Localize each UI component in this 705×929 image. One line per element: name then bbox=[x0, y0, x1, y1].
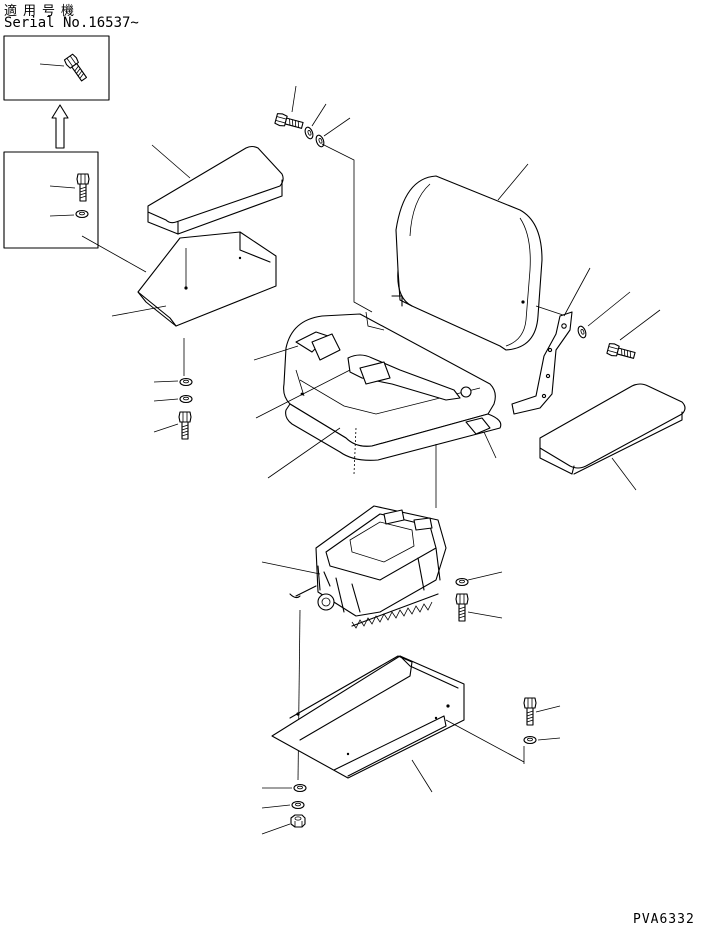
arrow-up-icon bbox=[51, 104, 69, 149]
nut-icon bbox=[290, 814, 306, 828]
washer-icon bbox=[523, 735, 537, 745]
seat-base-plate bbox=[271, 655, 525, 793]
washer-icon bbox=[291, 800, 305, 810]
base-plate-right-fasteners bbox=[523, 697, 561, 764]
bolt-icon bbox=[274, 112, 305, 132]
bolt-icon bbox=[76, 173, 90, 202]
washer-icon bbox=[455, 577, 469, 587]
applicable-label: 適用号機 bbox=[4, 4, 81, 19]
bolt-icon bbox=[63, 53, 90, 84]
base-plate-left-fasteners bbox=[261, 783, 307, 835]
washer-icon bbox=[293, 783, 307, 793]
washer-icon bbox=[314, 133, 326, 149]
left-bracket-fasteners bbox=[153, 377, 193, 440]
bolt-icon bbox=[523, 697, 537, 726]
washer-icon bbox=[303, 125, 315, 141]
washer-icon bbox=[576, 324, 588, 340]
right-hinge-fasteners bbox=[576, 291, 661, 362]
bolt-icon bbox=[455, 593, 469, 622]
seat-suspension bbox=[261, 505, 447, 781]
seat-back-hinge-plate bbox=[511, 267, 591, 415]
suspension-fasteners bbox=[455, 571, 503, 622]
left-armrest bbox=[147, 144, 284, 235]
serial-number-label: Serial No.16537~ bbox=[4, 15, 139, 31]
left-armrest-bracket bbox=[111, 231, 277, 376]
seat-back bbox=[391, 163, 567, 351]
washer-icon bbox=[75, 209, 89, 219]
bolt-icon bbox=[606, 342, 637, 362]
old-bolt-detail-box bbox=[3, 151, 147, 273]
new-bolt-detail-box bbox=[3, 35, 110, 101]
drawing-code: PVA6332 bbox=[633, 912, 695, 927]
seat-belt bbox=[253, 331, 472, 419]
washer-icon bbox=[179, 394, 193, 404]
seat-cushion-leader bbox=[267, 417, 497, 508]
bolt-icon bbox=[178, 411, 192, 440]
washer-icon bbox=[179, 377, 193, 387]
right-armrest bbox=[539, 383, 686, 491]
seat-hinge-fasteners bbox=[274, 85, 373, 313]
